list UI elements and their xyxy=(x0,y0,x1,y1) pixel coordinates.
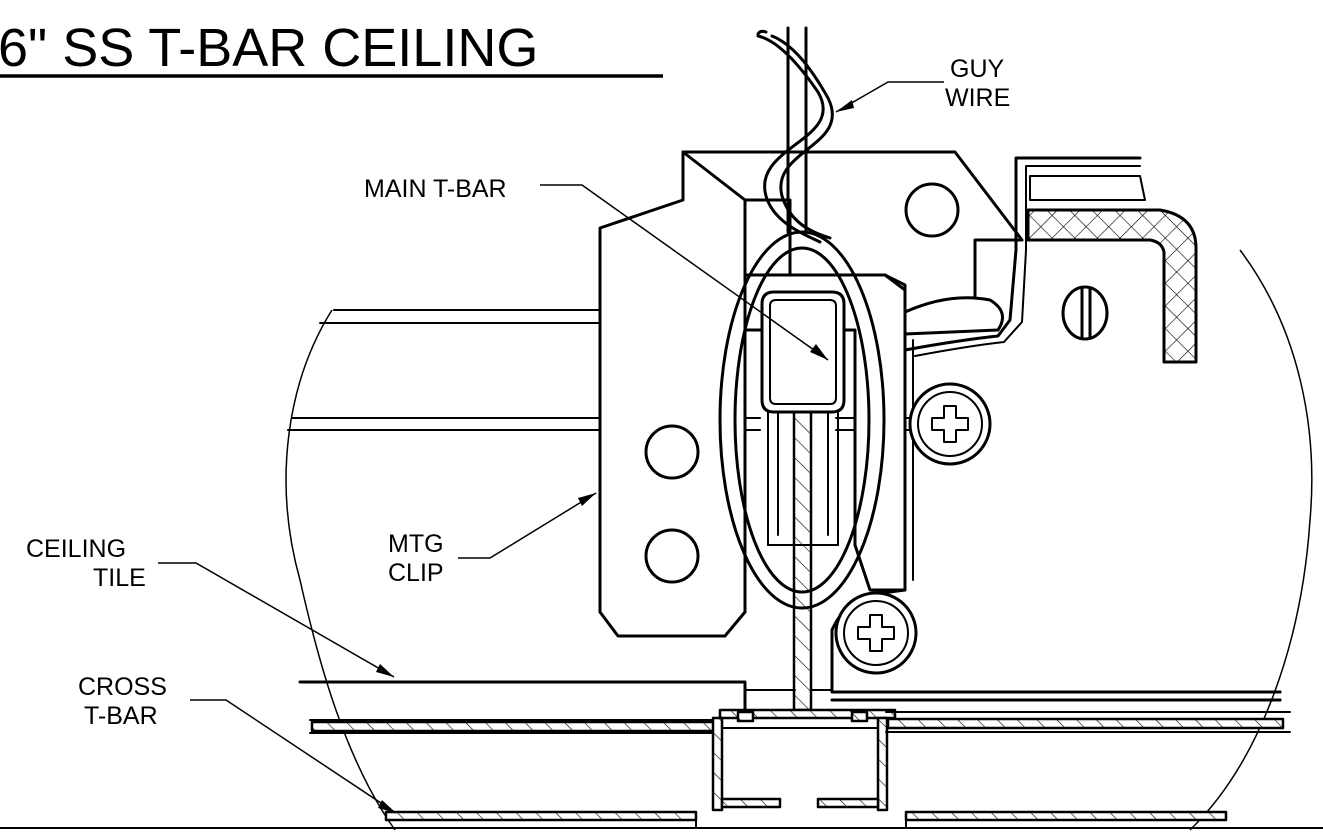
detail-circle-boundary-right xyxy=(1189,249,1313,831)
drawing-title: 6" SS T-BAR CEILING xyxy=(0,18,663,78)
mtg-clip-hole-upper xyxy=(644,424,700,480)
guy-wire-label-line1: GUY xyxy=(950,55,1005,83)
detail-circle-boundary xyxy=(285,309,396,831)
callout-ceiling-tile: CEILING TILE xyxy=(26,535,395,678)
guy-wire xyxy=(756,26,834,244)
bottom-flanges xyxy=(0,810,1323,829)
mtg-clip-label-line1: MTG xyxy=(388,530,444,558)
ceiling-tile-label-line2: TILE xyxy=(93,564,146,592)
mtg-clip-arrowhead xyxy=(578,493,596,506)
phillips-screw-upper xyxy=(908,382,992,466)
dome-head-fastener xyxy=(903,296,1004,336)
ceiling-tile xyxy=(298,680,747,734)
lamp-retainer-insulation xyxy=(1026,208,1198,364)
callout-cross-t-bar: CROSS T-BAR xyxy=(78,673,397,814)
main-t-bar-arrowhead xyxy=(810,344,828,360)
callout-guy-wire: GUY WIRE xyxy=(835,55,1010,113)
clip-slot xyxy=(767,411,839,546)
callout-mtg-clip: MTG CLIP xyxy=(388,492,597,587)
ceiling-tile-arrowhead xyxy=(376,664,394,677)
slotted-screw xyxy=(1061,285,1109,341)
mtg-clip-hole-lower xyxy=(644,528,700,584)
wire-loop-inner xyxy=(733,246,871,594)
phillips-screw-lower xyxy=(834,591,918,675)
guy-wire-arrowhead xyxy=(836,100,854,112)
main-t-bar-web xyxy=(792,408,813,712)
bracket-hole-upper xyxy=(904,182,960,238)
ceiling-tile-label-line1: CEILING xyxy=(26,535,126,563)
main-t-bar-flange xyxy=(718,689,897,720)
cross-t-bar-arrowhead xyxy=(378,800,396,813)
callout-main-t-bar: MAIN T-BAR xyxy=(364,175,829,361)
title-text: 6" SS T-BAR CEILING xyxy=(0,18,538,78)
ceiling-band xyxy=(287,309,913,431)
main-t-bar-bulb xyxy=(760,290,846,414)
main-t-bar-bulb-inner xyxy=(769,299,837,405)
lamp-retainer-top xyxy=(1029,175,1146,201)
cross-t-bar-label-line2: T-BAR xyxy=(84,702,158,730)
guy-wire-label-line2: WIRE xyxy=(945,84,1010,112)
cross-t-bar-label-line1: CROSS xyxy=(78,673,167,701)
cross-t-bar-profile xyxy=(711,710,889,812)
main-t-bar-label: MAIN T-BAR xyxy=(364,175,507,203)
mtg-clip-label-line2: CLIP xyxy=(388,559,444,587)
right-tile-bands xyxy=(885,711,1291,733)
mtg-clip-plate xyxy=(598,150,747,638)
